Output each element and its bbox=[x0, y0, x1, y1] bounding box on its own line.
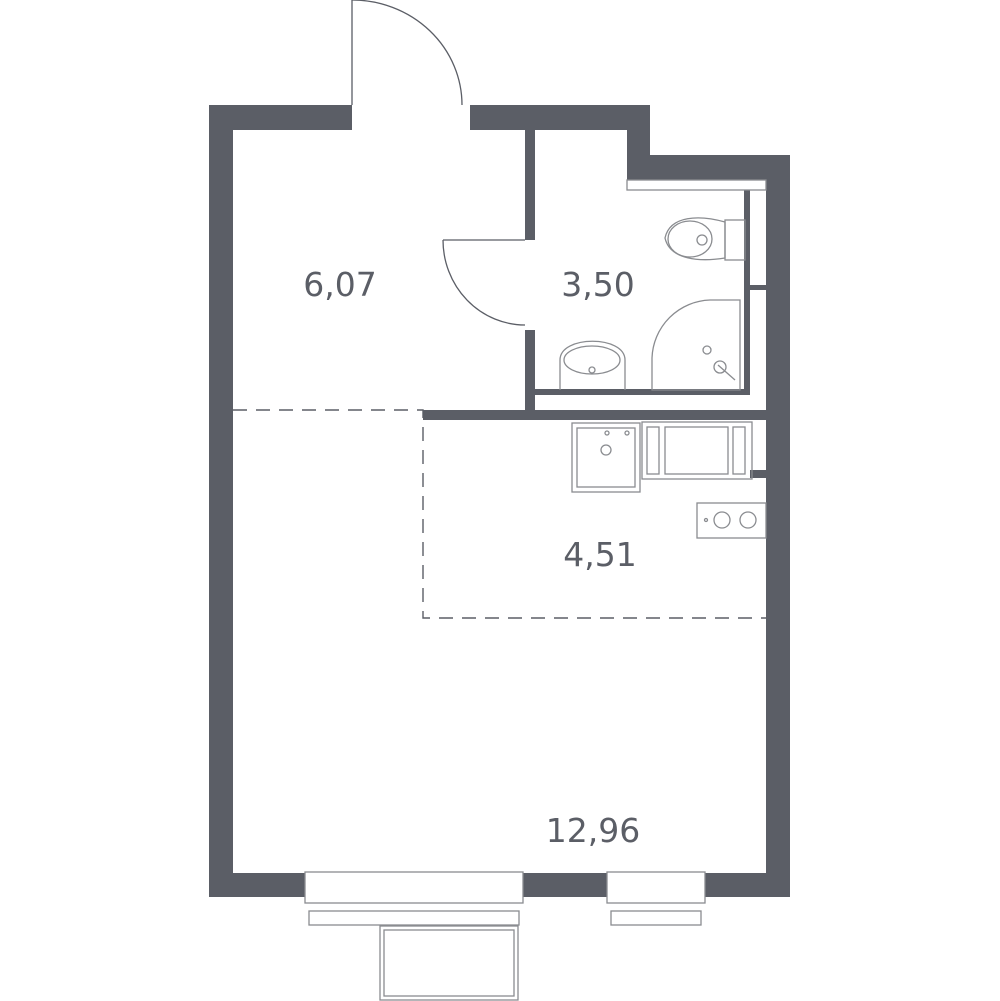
kitchen-sink-icon bbox=[571, 422, 641, 493]
walls bbox=[209, 105, 790, 897]
room-area-kitchen: 4,51 bbox=[563, 535, 636, 574]
room-area-bathroom: 3,50 bbox=[561, 265, 634, 304]
room-area-living-room: 12,96 bbox=[546, 811, 640, 850]
bathroom-door bbox=[442, 239, 526, 326]
appliance-icon bbox=[641, 421, 753, 480]
shower-icon bbox=[651, 299, 741, 391]
cooktop-icon bbox=[696, 502, 767, 539]
entrance-door bbox=[351, 0, 463, 106]
room-area-hallway: 6,07 bbox=[303, 265, 376, 304]
toilet-icon bbox=[664, 217, 746, 261]
washbasin-icon bbox=[559, 340, 626, 390]
zone-dividers bbox=[233, 409, 766, 619]
windows bbox=[304, 871, 706, 1001]
